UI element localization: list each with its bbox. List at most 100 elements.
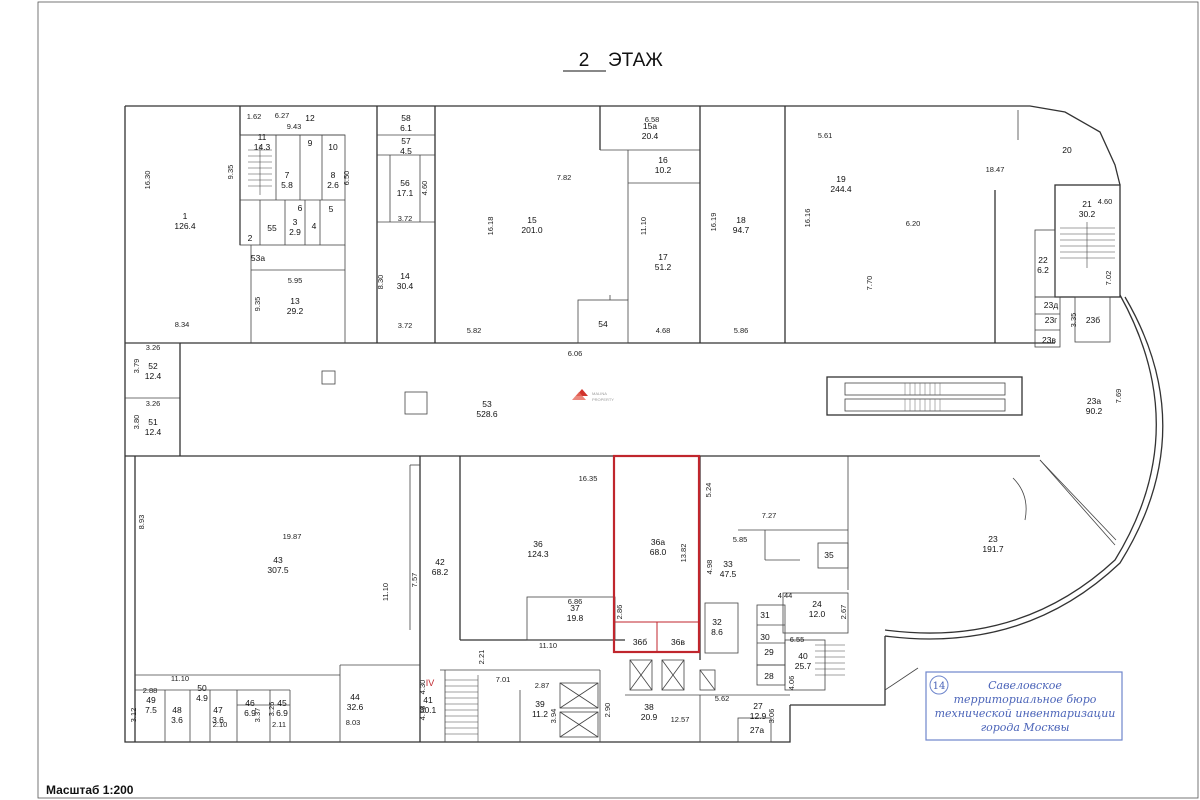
room-number: 11: [258, 132, 267, 142]
dimension-label: 11.10: [381, 583, 390, 601]
dimension-label: 8.93: [137, 515, 146, 530]
dimension-label: 16.30: [143, 171, 152, 190]
highlighted-unit[interactable]: [612, 454, 701, 654]
stamp-line-4: города Москвы: [981, 721, 1070, 734]
dimension-label: 7.70: [865, 276, 874, 291]
room-8: 82.6: [327, 170, 339, 190]
room-number: 36: [533, 539, 543, 549]
dimension-label: 6.06: [568, 349, 583, 358]
dimension-label: 7.82: [557, 173, 572, 182]
room-29: 29: [764, 647, 774, 657]
corridor-marker: IV: [426, 678, 435, 688]
dimension-label: 13.82: [679, 544, 688, 563]
room-number: 36в: [671, 637, 685, 647]
room-area: 17.1: [397, 188, 414, 198]
room-area: 191.7: [982, 544, 1004, 554]
room-23b: 23б: [1086, 315, 1100, 325]
dimension-label: 3.26: [146, 343, 161, 352]
room-number: 9: [308, 138, 313, 148]
room-number: 45: [277, 698, 287, 708]
room-number: 1: [183, 211, 188, 221]
room-area: 30.4: [397, 281, 414, 291]
dimension-label: 5.95: [288, 276, 303, 285]
room-number: 39: [535, 699, 545, 709]
room-number: 48: [172, 705, 182, 715]
watermark-line-1: MALINA: [592, 391, 607, 396]
room-number: 23д: [1044, 300, 1058, 310]
room-area: 528.6: [476, 409, 498, 419]
room-number: 23а: [1087, 396, 1101, 406]
room-9: 9: [308, 138, 313, 148]
room-area: 201.0: [521, 225, 543, 235]
room-6: 6: [298, 203, 303, 213]
dimension-label: 16.19: [709, 213, 718, 232]
room-area: 6.1: [400, 123, 412, 133]
dimension-label: 4.68: [656, 326, 671, 335]
dimension-label: 19.87: [283, 532, 302, 541]
room-area: 90.2: [1086, 406, 1103, 416]
room-number: 41: [423, 695, 433, 705]
room-number: 31: [760, 610, 770, 620]
room-number: 5: [329, 204, 334, 214]
room-48: 483.6: [171, 705, 183, 725]
dimension-label: 9.35: [226, 165, 235, 180]
room-2: 2: [248, 233, 253, 243]
room-54: 54: [598, 319, 608, 329]
stamp-line-2: территориальное бюро: [954, 693, 1097, 706]
room-22: 226.2: [1037, 255, 1049, 275]
room-area: 7.5: [145, 705, 157, 715]
floor-number: 2: [579, 50, 590, 71]
room-area: 2.6: [327, 180, 339, 190]
floor-title: 2 ЭТАЖ: [563, 50, 663, 72]
dimension-label: 3.12: [129, 708, 138, 723]
room-36v: 36в: [671, 637, 685, 647]
dimension-label: 3.35: [1069, 313, 1078, 328]
dimension-label: 2.11: [272, 720, 286, 729]
room-area: 6.2: [1037, 265, 1049, 275]
watermark-logo: MALINA PROPERTY: [572, 389, 614, 402]
room-area: 94.7: [733, 225, 750, 235]
room-area: 19.8: [567, 613, 584, 623]
room-area: 32.6: [347, 702, 364, 712]
room-number: 15: [527, 215, 537, 225]
room-number: 3: [293, 217, 298, 227]
dimension-label: 16.35: [579, 474, 598, 483]
dimension-label: 7.57: [410, 573, 419, 588]
dimension-label: 4.60: [1098, 197, 1113, 206]
room-number: 2: [248, 233, 253, 243]
room-area: 47.5: [720, 569, 737, 579]
room-area: 12.0: [809, 609, 826, 619]
stamp-line-1: Савеловское: [988, 679, 1062, 692]
dimension-label: 7.27: [762, 511, 777, 520]
room-number: 23б: [1086, 315, 1100, 325]
room-area: 307.5: [267, 565, 289, 575]
dimension-label: 3.37: [253, 708, 262, 723]
room-number: 27: [753, 701, 763, 711]
room-58: 586.1: [400, 113, 412, 133]
room-number: 49: [146, 695, 156, 705]
dimension-label: 11.10: [539, 641, 557, 650]
room-number: 51: [148, 417, 158, 427]
room-number: 53а: [251, 253, 265, 263]
dimension-label: 5.85: [733, 535, 748, 544]
room-53a: 53а: [251, 253, 265, 263]
room-number: 15а: [643, 121, 657, 131]
dimension-label: 16.18: [486, 217, 495, 236]
room-area: 11.2: [532, 709, 548, 719]
room-area: 68.0: [650, 547, 667, 557]
dimension-label: 7.02: [1104, 271, 1113, 286]
